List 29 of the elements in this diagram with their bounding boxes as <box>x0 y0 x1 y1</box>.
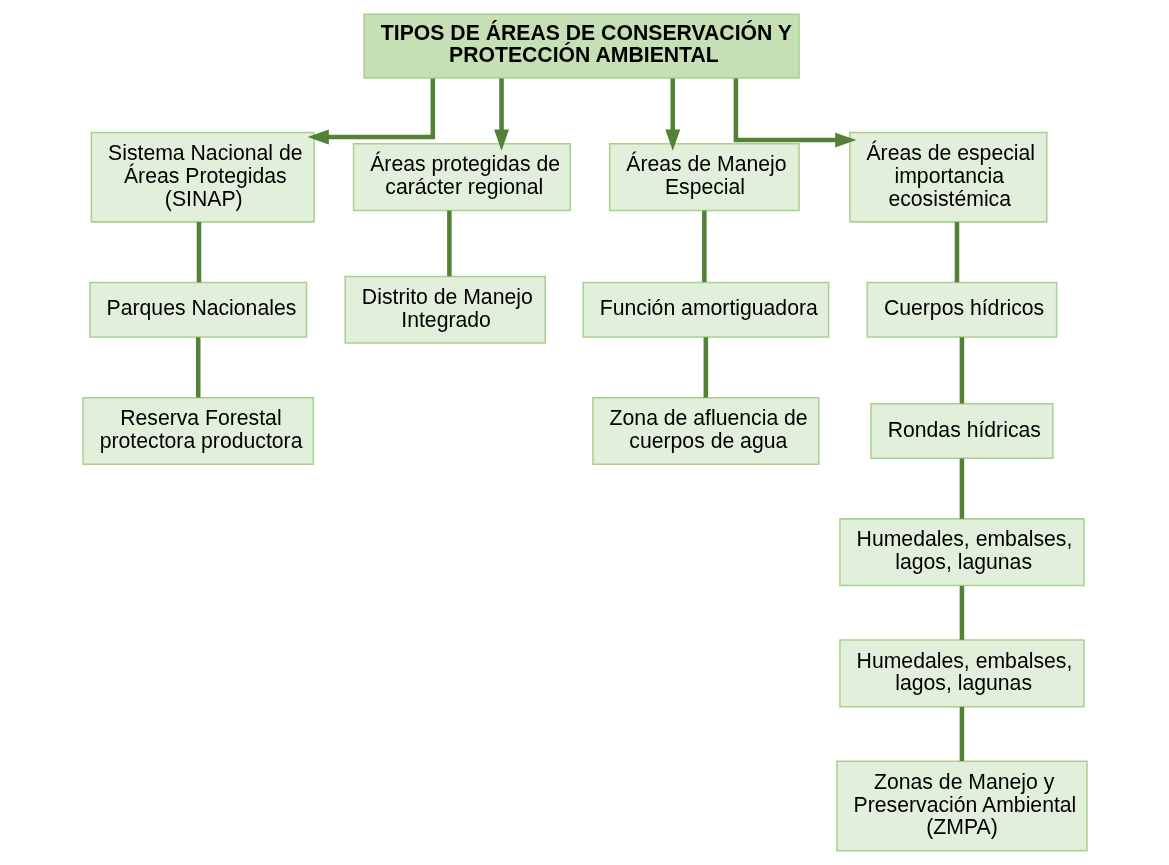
connector <box>446 210 452 277</box>
arrow <box>733 78 856 148</box>
connector <box>959 458 964 519</box>
connector <box>959 585 964 640</box>
node-box: Áreas de especial importancia ecosistémica <box>848 131 1048 223</box>
node-box: Función amortiguadora <box>581 281 829 338</box>
node-box: Zona de afluencia de cuerpos de agua <box>591 396 819 466</box>
node-box: Rondas hídricas <box>869 402 1054 459</box>
node-box: Distrito de Manejo Integrado <box>343 275 546 344</box>
node-box: Humedales, embalses, lagos, lagunas <box>838 518 1085 587</box>
node-box: Zonas de Manejo y Preservación Ambiental (ZMPA) <box>835 760 1088 852</box>
connector <box>954 222 959 283</box>
connector <box>701 210 707 283</box>
connector <box>195 337 200 398</box>
node-box: Áreas de Manejo Especial <box>608 143 800 212</box>
arrow <box>307 78 435 145</box>
node-box: Áreas protegidas de carácter regional <box>352 143 571 212</box>
node-box: Cuerpos hídricos <box>865 281 1057 338</box>
connector <box>196 222 201 283</box>
connector <box>703 337 708 398</box>
node-box: Sistema Nacional de Áreas Protegidas (SINAP) <box>90 131 315 223</box>
node-box: Reserva Forestal protectora productora <box>81 396 314 466</box>
node-box: Humedales, embalses, lagos, lagunas <box>838 639 1085 708</box>
arrow <box>664 78 680 151</box>
node-box: Parques Nacionales <box>88 281 307 338</box>
connector <box>959 706 964 762</box>
node-box: TIPOS DE ÁREAS DE CONSERVACIÓN Y PROTECCIÓN AMBIENTAL <box>362 13 800 79</box>
connector <box>959 337 964 404</box>
arrow <box>493 78 509 151</box>
